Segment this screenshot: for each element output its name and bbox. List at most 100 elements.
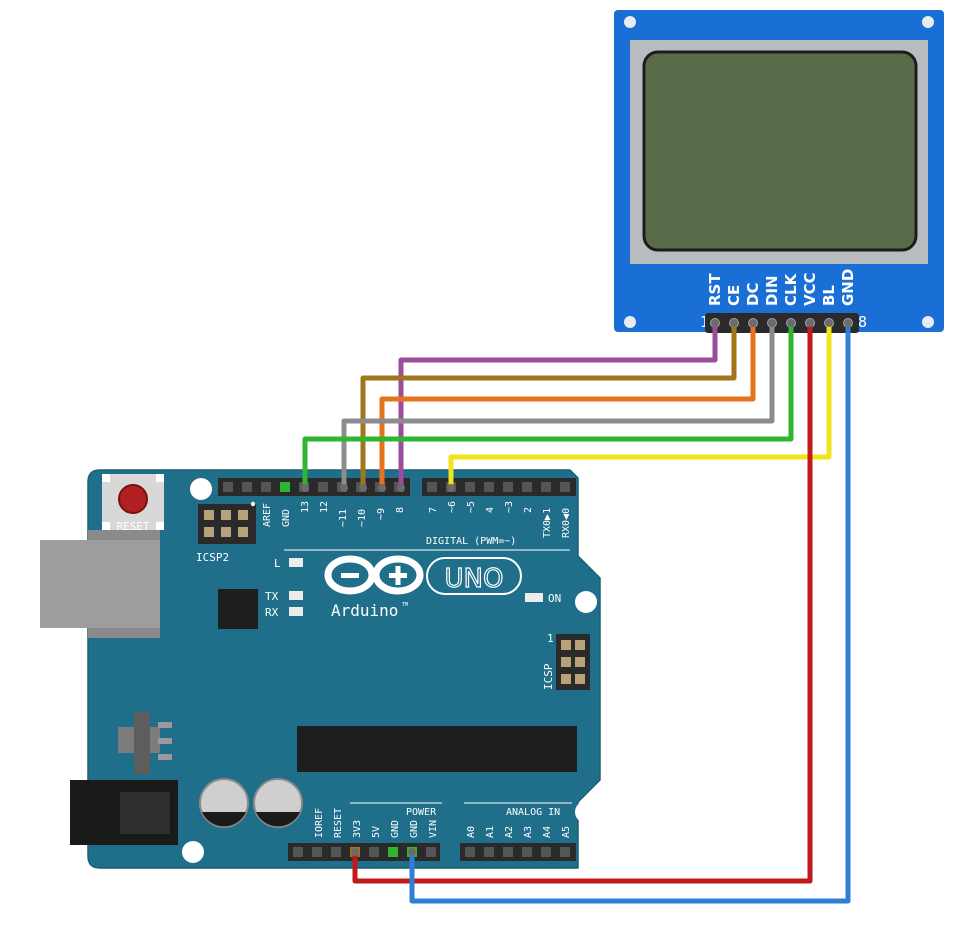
pin-label: ~6 (447, 501, 458, 513)
pin-label: ~5 (466, 501, 477, 513)
wire-clk[interactable] (302, 320, 794, 491)
lcd-pin-label-gnd: GND (839, 269, 857, 306)
pin-label: RX0◀0 (561, 508, 572, 538)
lcd-pin-labels: RST CE DC DIN CLK VCC BL GND (706, 269, 857, 306)
arduino-wordmark: Arduino (331, 601, 398, 620)
reset-button[interactable] (118, 484, 148, 514)
pin-label: 5V (371, 826, 382, 838)
uno-text: UNO (445, 564, 504, 594)
pin-label: A1 (485, 826, 496, 838)
lcd-pin-label-rst: RST (706, 273, 724, 306)
lcd-pin-label-vcc: VCC (801, 272, 819, 306)
arduino-trademark: TM (402, 602, 408, 608)
reset-label: RESET (116, 520, 149, 533)
pin-label: ~9 (376, 508, 387, 520)
wire-ce[interactable] (360, 320, 737, 491)
lcd-pin-label-clk: CLK (782, 272, 800, 306)
arduino-logo (324, 555, 424, 595)
pin-label: RESET (333, 808, 344, 838)
pin-label: GND (281, 509, 292, 527)
pin-label: ~10 (357, 509, 368, 527)
pin-label: GND (390, 820, 401, 838)
pin-label: 4 (485, 507, 496, 513)
led-l (289, 558, 303, 567)
pin-label: A5 (561, 826, 572, 838)
lcd-module: 1 8 RST CE DC DIN CLK VCC BL GND (614, 10, 944, 333)
power-label: POWER (406, 807, 437, 818)
led-tx (289, 591, 303, 600)
lcd-pin-start: 1 (700, 313, 709, 331)
pin-label: A3 (523, 826, 534, 838)
board-mount-hole (190, 478, 212, 500)
digital-high-pin-labels: AREF GND 13 12 ~11 ~10 ~9 8 (262, 501, 406, 527)
lcd-pin-header (705, 313, 859, 333)
pin-label: A0 (466, 826, 477, 838)
lcd-pin-end: 8 (858, 313, 867, 331)
lcd-mount-hole (624, 316, 636, 328)
usb-interface-chip (218, 589, 258, 629)
wire-rst[interactable] (398, 320, 718, 491)
analog-header-pins (465, 847, 570, 857)
led-rx-label: RX (265, 606, 279, 619)
lcd-mount-hole (922, 316, 934, 328)
led-l-label: L (274, 557, 281, 570)
icsp-pin1-label: 1 (547, 632, 554, 645)
pin-label: TX0▶1 (542, 508, 553, 538)
analog-pin-labels: A0 A1 A2 A3 A4 A5 (466, 826, 572, 838)
pin-label: AREF (262, 503, 273, 527)
board-mount-hole (182, 841, 204, 863)
lcd-pin-label-bl: BL (820, 285, 838, 306)
pin-label: 7 (428, 507, 439, 513)
pin-label: VIN (428, 820, 439, 838)
power-pin-labels: IOREF RESET 3V3 5V GND GND VIN (314, 808, 439, 838)
led-on-label: ON (548, 592, 561, 605)
pin-label: 12 (319, 501, 330, 513)
wire-bl[interactable] (448, 320, 832, 491)
pin-label: ~11 (338, 509, 349, 527)
usb-connector (40, 540, 160, 628)
digital-label: DIGITAL (PWM=~) (426, 536, 516, 547)
pin-label: A2 (504, 826, 515, 838)
board-mount-hole (575, 591, 597, 613)
lcd-mount-hole (922, 16, 934, 28)
dc-power-jack-inner (120, 792, 170, 834)
pin-label: 8 (395, 507, 406, 513)
usb-connector-tab (88, 530, 160, 540)
wire-dc[interactable] (379, 320, 756, 491)
pin-label: GND (409, 820, 420, 838)
analog-label: ANALOG IN (506, 807, 560, 818)
icsp-label: ICSP (542, 663, 555, 690)
digital-low-pin-labels: 7 ~6 ~5 4 ~3 2 TX0▶1 RX0◀0 (428, 501, 572, 538)
lcd-mount-hole (624, 16, 636, 28)
pin-label: 2 (523, 507, 534, 513)
usb-connector-tab (88, 628, 160, 638)
wire-gnd[interactable] (409, 320, 851, 904)
capacitor (253, 778, 303, 828)
icsp2-label: ICSP2 (196, 551, 229, 564)
capacitor (199, 778, 249, 828)
lcd-pin-label-din: DIN (763, 275, 781, 306)
wires (302, 320, 851, 904)
analog-header (460, 843, 576, 861)
lcd-pin-label-ce: CE (725, 285, 743, 306)
led-tx-label: TX (265, 590, 279, 603)
digital-header-low (422, 478, 576, 496)
voltage-regulator-body (134, 712, 150, 774)
led-on (525, 593, 543, 602)
lcd-screen (642, 50, 918, 252)
wire-vcc[interactable] (352, 320, 813, 884)
arduino-uno: RESET ICSP2 L TX RX ON Arduino TM UNO (40, 469, 601, 869)
uno-badge (426, 557, 522, 595)
microcontroller-chip (297, 726, 577, 772)
pin-label: IOREF (314, 808, 325, 838)
wire-endpoints (301, 319, 852, 856)
pin-label: 13 (300, 501, 311, 513)
board-mount-hole (575, 801, 597, 823)
pin-label: A4 (542, 826, 553, 838)
pin-label: ~3 (504, 501, 515, 513)
power-header (288, 843, 440, 861)
lcd-pin-label-dc: DC (744, 283, 762, 306)
wire-din[interactable] (341, 320, 775, 491)
led-rx (289, 607, 303, 616)
